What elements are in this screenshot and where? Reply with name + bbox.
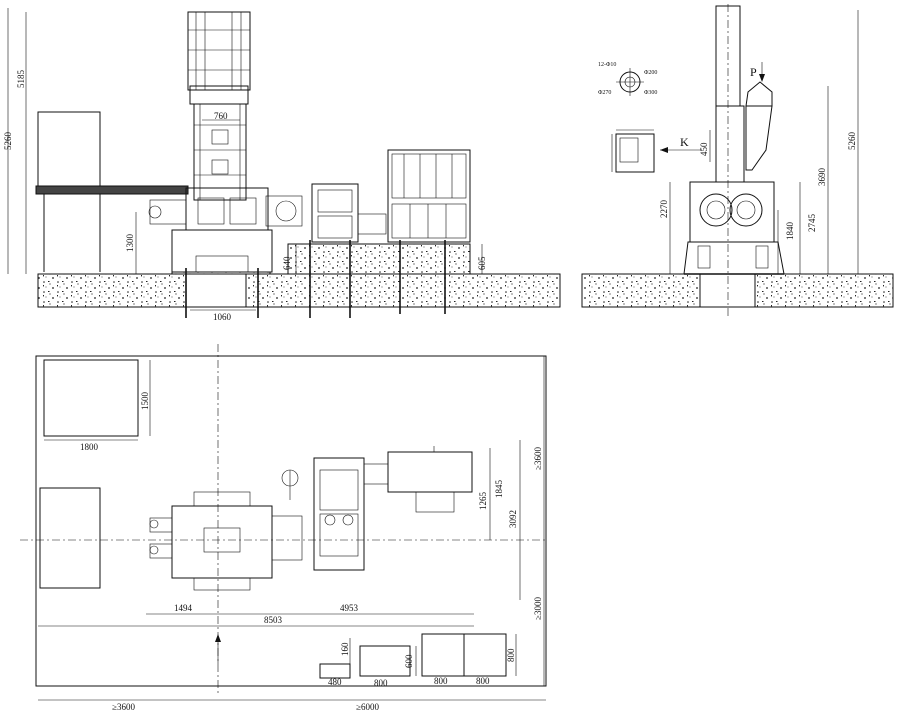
side-view: 12-Φ10 Φ200 Φ270 Φ300 K P 5260 3690 2745… bbox=[581, 4, 894, 318]
part-3-width-1: 800 bbox=[434, 676, 448, 686]
dim-overall-height: 5260 bbox=[3, 132, 13, 151]
plan-dim-clear-right: ≥6000 bbox=[356, 702, 379, 712]
dim-frame-height: 5185 bbox=[16, 70, 26, 89]
dim-base-width: 1060 bbox=[213, 312, 232, 322]
dim-cylinder-width: 760 bbox=[214, 111, 228, 121]
plan-dim-left-ext: 1494 bbox=[174, 603, 193, 613]
plan-dim-clear-top: ≥3600 bbox=[533, 447, 543, 470]
label-force-p: P bbox=[750, 65, 757, 79]
dim-motor-base: 640 bbox=[282, 256, 292, 270]
label-view-k: K bbox=[680, 135, 689, 149]
side-dim-hopper: 450 bbox=[699, 142, 709, 156]
flange-d1: Φ200 bbox=[644, 70, 657, 76]
plan-dim-room-width: 1800 bbox=[80, 442, 99, 452]
plan-dim-clear-bottom: ≥3000 bbox=[533, 597, 543, 620]
front-view: 5260 5185 1300 760 1060 640 605 bbox=[3, 8, 561, 322]
part-1-width: 480 bbox=[328, 677, 342, 687]
side-dim-roll-mid: 1840 bbox=[785, 222, 795, 241]
part-2-height: 600 bbox=[404, 654, 414, 668]
plan-dim-motor-h2: 1845 bbox=[494, 480, 504, 499]
part-3-height: 800 bbox=[506, 648, 516, 662]
part-1-height: 160 bbox=[340, 642, 350, 656]
plan-dim-room-height: 1500 bbox=[140, 392, 150, 411]
side-dim-roll-top: 2745 bbox=[807, 214, 817, 233]
flange-d2: Φ270 bbox=[598, 90, 611, 96]
side-dim-overall: 5260 bbox=[847, 132, 857, 151]
dim-motor-foot: 605 bbox=[477, 256, 487, 270]
plan-view: 1800 1500 1494 4953 8503 12 bbox=[20, 344, 547, 712]
plan-dim-motor-h1: 1265 bbox=[478, 492, 488, 511]
flange-d3: Φ300 bbox=[644, 90, 657, 96]
side-dim-top: 3690 bbox=[817, 168, 827, 187]
dim-shaft-height: 1300 bbox=[125, 234, 135, 253]
plan-dim-motor-h3: 3092 bbox=[508, 510, 518, 528]
plan-dim-total: 8503 bbox=[264, 615, 283, 625]
plan-dim-right-ext: 4953 bbox=[340, 603, 359, 613]
plan-dim-clear-left: ≥3600 bbox=[112, 702, 135, 712]
side-dim-roll-center: 2270 bbox=[659, 200, 669, 219]
part-2-width: 800 bbox=[374, 678, 388, 688]
flange-bolts: 12-Φ10 bbox=[598, 62, 616, 68]
part-3-width-2: 800 bbox=[476, 676, 490, 686]
